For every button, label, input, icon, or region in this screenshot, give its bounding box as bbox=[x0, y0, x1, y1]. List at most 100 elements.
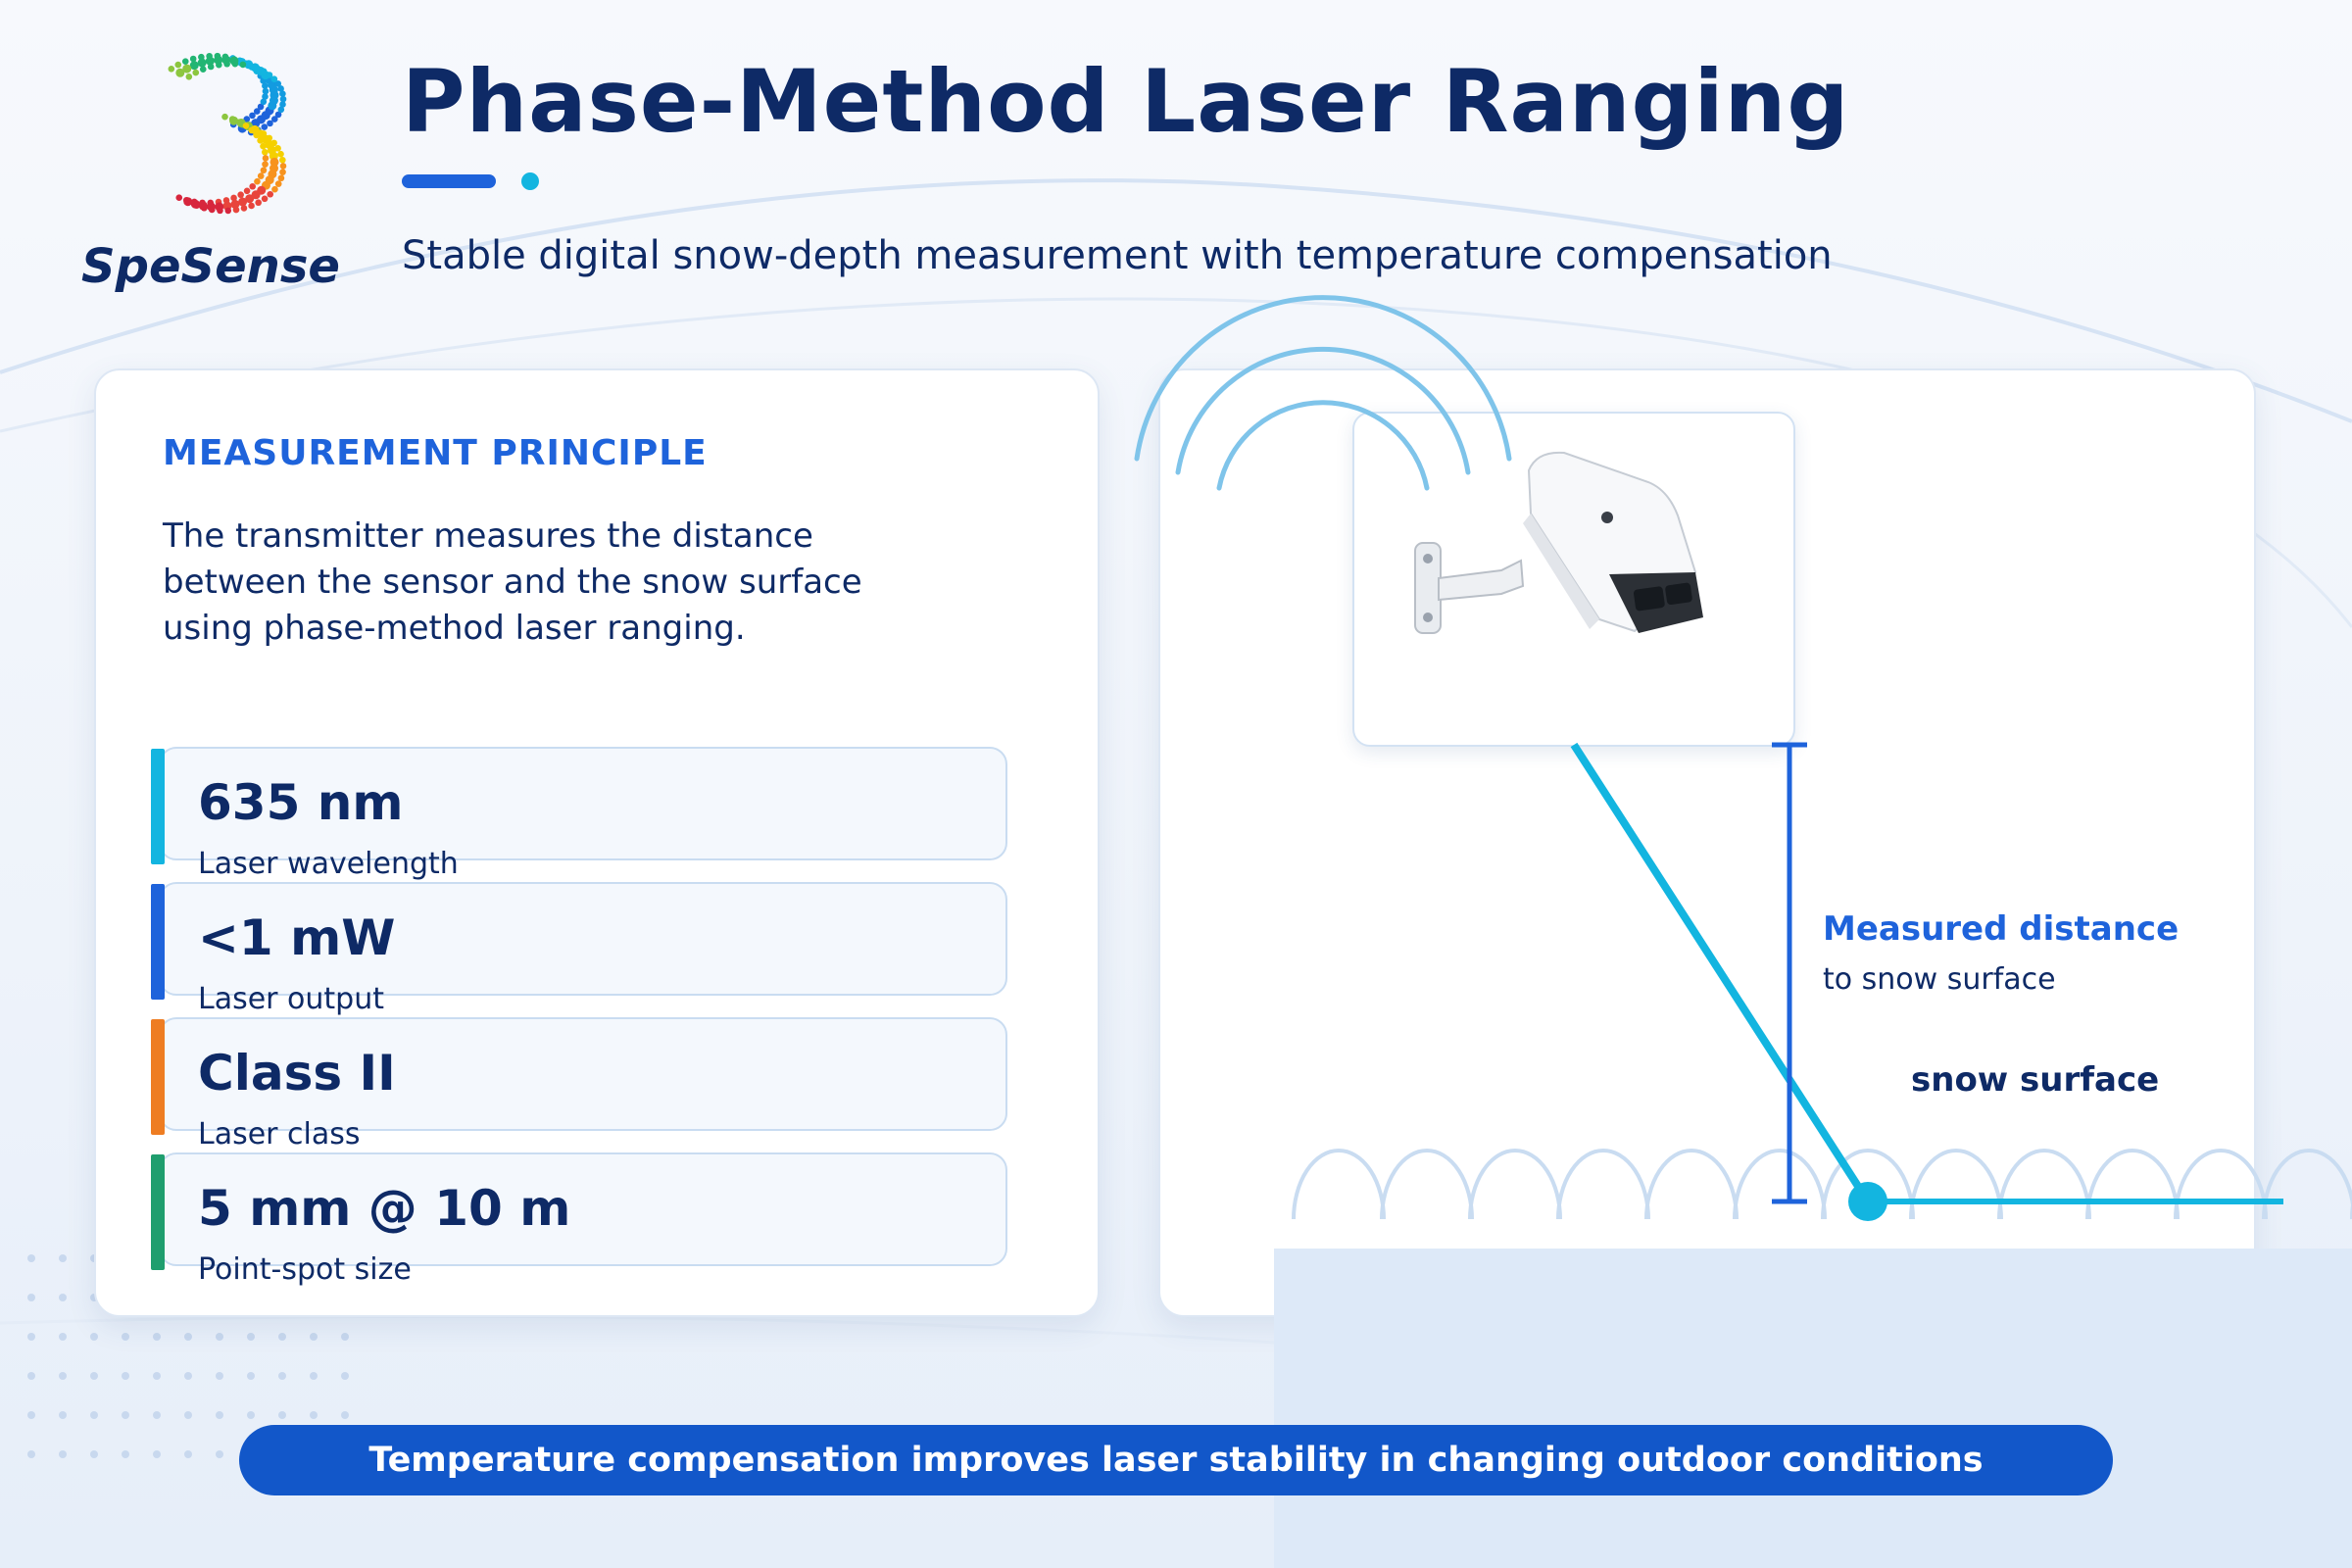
spec-accent-bar bbox=[151, 1154, 165, 1270]
principle-line: between the sensor and the snow surface bbox=[163, 563, 862, 602]
principle-heading: MEASUREMENT PRINCIPLE bbox=[163, 433, 708, 473]
logo-dot bbox=[262, 87, 270, 95]
laser-snow-depth-sensor-icon bbox=[1414, 451, 1703, 634]
logo-dot bbox=[231, 60, 239, 68]
logo-dot bbox=[243, 116, 251, 122]
logo-dot bbox=[277, 85, 284, 92]
logo-dot bbox=[185, 73, 193, 80]
spec-value: <1 mW bbox=[198, 909, 396, 966]
spec-wavelength: 635 nm Laser wavelength bbox=[151, 747, 1007, 881]
spec-accent-bar bbox=[151, 749, 165, 864]
logo-dot bbox=[192, 69, 200, 76]
logo-dot bbox=[262, 82, 269, 90]
logo-dot bbox=[208, 206, 216, 214]
sensor-image-frame bbox=[1352, 412, 1795, 747]
logo-dot bbox=[277, 174, 285, 182]
logo-dot bbox=[189, 55, 197, 63]
logo-dot bbox=[261, 123, 269, 130]
measured-distance-sublabel: to snow surface bbox=[1823, 962, 2056, 997]
logo-dot bbox=[279, 95, 287, 103]
principle-line: The transmitter measures the distance bbox=[163, 516, 813, 556]
page-title: Phase-Method Laser Ranging bbox=[402, 51, 1850, 152]
logo-dot bbox=[262, 155, 270, 162]
logo-dot bbox=[253, 131, 260, 139]
logo-dot bbox=[181, 58, 189, 65]
logo-dot bbox=[228, 116, 236, 122]
principle-line: using phase-method laser ranging. bbox=[163, 609, 746, 648]
logo-dot bbox=[223, 60, 230, 68]
logo-dot bbox=[217, 207, 223, 215]
logo-dot bbox=[279, 101, 286, 108]
logo-dot bbox=[253, 108, 261, 115]
logo-dot bbox=[248, 126, 256, 134]
logo-dot bbox=[199, 66, 207, 73]
logo-dot bbox=[237, 191, 244, 199]
logo-dot bbox=[207, 63, 215, 71]
logo-dot bbox=[236, 119, 243, 125]
logo-dot bbox=[260, 167, 268, 174]
title-accent-dot bbox=[521, 172, 539, 190]
logo-dot bbox=[254, 177, 261, 185]
logo-dot bbox=[221, 113, 228, 121]
logo-dot bbox=[267, 120, 273, 127]
logo-dot bbox=[262, 148, 269, 156]
logo-dot bbox=[279, 90, 286, 98]
spec-label: Laser output bbox=[198, 982, 385, 1016]
logo-dot bbox=[175, 194, 183, 202]
logo-dot bbox=[279, 163, 287, 170]
logo-dot bbox=[243, 187, 251, 195]
logo-dot bbox=[245, 194, 255, 204]
brand-logo: SpeSense bbox=[69, 35, 343, 300]
logo-dot bbox=[274, 111, 282, 119]
spec-value: 5 mm @ 10 m bbox=[198, 1180, 571, 1237]
logo-dot bbox=[216, 61, 222, 69]
page-subtitle: Stable digital snow-depth measurement wi… bbox=[402, 233, 1833, 278]
logo-dot bbox=[205, 56, 215, 66]
logo-dot bbox=[183, 197, 193, 207]
logo-dot bbox=[175, 68, 185, 77]
brand-name: SpeSense bbox=[81, 239, 340, 294]
logo-dot bbox=[271, 185, 278, 193]
spec-accent-bar bbox=[151, 884, 165, 1000]
logo-dot bbox=[230, 194, 237, 202]
spectrum-dots-s-logo-icon bbox=[168, 52, 287, 215]
logo-dot bbox=[270, 75, 278, 83]
spec-accent-bar bbox=[151, 1019, 165, 1135]
logo-dot bbox=[197, 58, 207, 68]
spec-output: <1 mW Laser output bbox=[151, 882, 1007, 1016]
logo-dot bbox=[257, 137, 264, 144]
logo-dot bbox=[279, 169, 286, 175]
logo-dot bbox=[257, 172, 265, 179]
footer-banner: Temperature compensation improves laser … bbox=[239, 1425, 2113, 1495]
logo-dot bbox=[254, 65, 262, 73]
logo-dot bbox=[257, 103, 265, 111]
logo-dot bbox=[224, 207, 232, 215]
logo-dot bbox=[279, 156, 286, 164]
logo-dot bbox=[168, 65, 175, 73]
ground-panel bbox=[1274, 1249, 2352, 1568]
measured-distance-label: Measured distance bbox=[1823, 909, 2180, 949]
logo-dot bbox=[260, 98, 268, 106]
logo-dot bbox=[248, 202, 255, 210]
spec-label: Point-spot size bbox=[198, 1252, 412, 1287]
spec-label: Laser class bbox=[198, 1117, 361, 1152]
logo-dot bbox=[242, 122, 250, 129]
logo-dot bbox=[247, 63, 254, 70]
logo-dot bbox=[174, 61, 182, 69]
spec-value: 635 nm bbox=[198, 774, 404, 831]
logo-dot bbox=[249, 182, 257, 190]
logo-dot bbox=[193, 202, 201, 210]
logo-dot bbox=[240, 205, 248, 212]
spec-class: Class II Laser class bbox=[151, 1017, 1007, 1152]
logo-dot bbox=[201, 204, 208, 212]
logo-dot bbox=[277, 106, 285, 114]
spec-value: Class II bbox=[198, 1045, 396, 1102]
principle-description: The transmitter measures the distance be… bbox=[163, 514, 966, 652]
title-underline bbox=[402, 174, 496, 188]
logo-dot bbox=[277, 150, 284, 158]
logo-dot bbox=[266, 72, 273, 78]
snow-surface-label: snow surface bbox=[1911, 1060, 2160, 1100]
logo-dot bbox=[182, 64, 192, 74]
logo-dot bbox=[230, 199, 240, 209]
logo-dot bbox=[270, 116, 278, 122]
